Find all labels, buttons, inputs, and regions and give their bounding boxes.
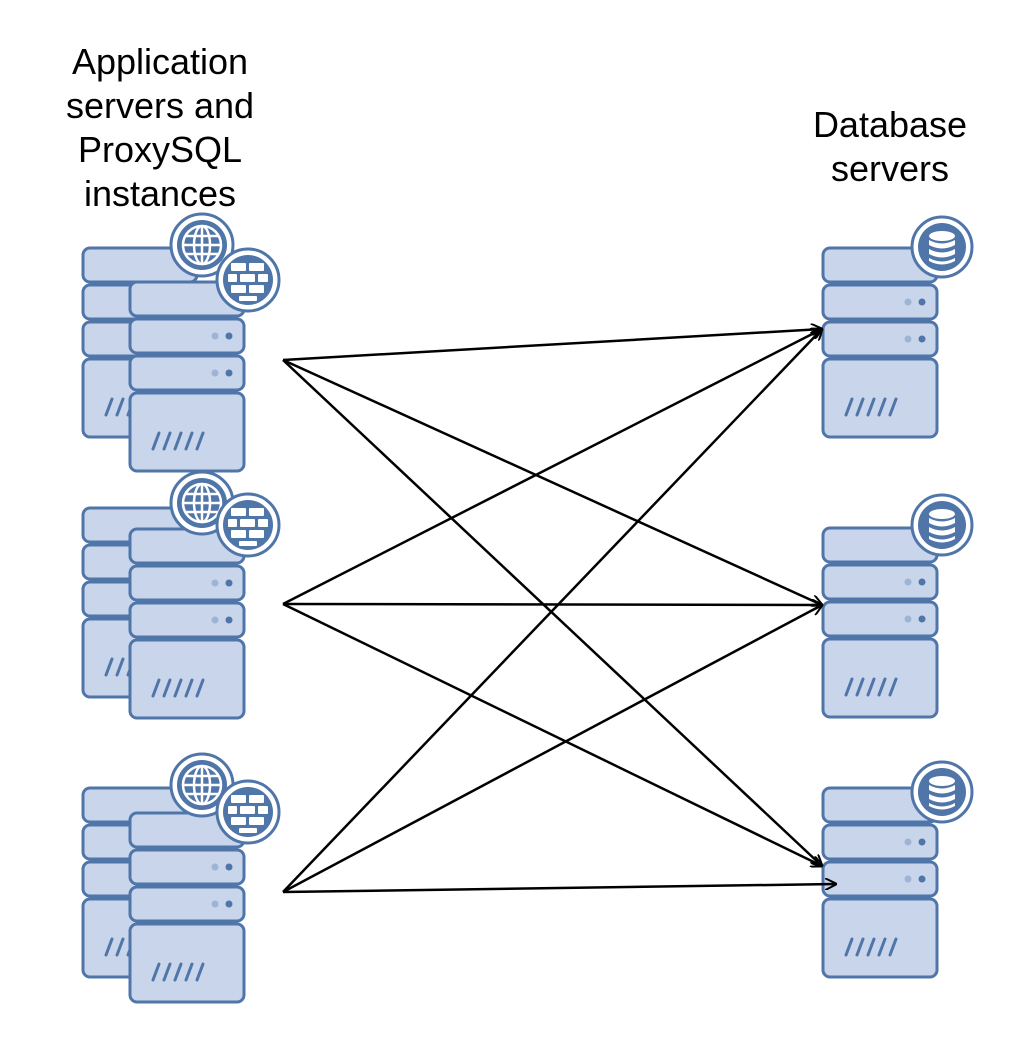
app-server-front <box>128 527 246 720</box>
arrow-app1-db2 <box>282 358 822 605</box>
firewall-icon <box>215 779 281 845</box>
arrow-app3-db3 <box>282 884 836 894</box>
database-icon <box>910 215 974 279</box>
app-group-3 <box>81 752 281 1004</box>
firewall-icon <box>215 492 281 558</box>
arrow-app2-db1 <box>282 329 822 606</box>
db-server <box>821 786 939 979</box>
connection-arrows <box>282 329 836 894</box>
app-group-1 <box>81 212 281 473</box>
db-server-3 <box>821 760 974 979</box>
db-server-1 <box>821 215 974 439</box>
arrow-app1-db3 <box>282 359 822 866</box>
arrow-app3-db1 <box>282 329 822 893</box>
database-icon <box>910 760 974 824</box>
arrow-app2-db3 <box>282 602 822 866</box>
db-servers-label: Database servers <box>812 104 968 189</box>
app-server-front <box>128 280 246 473</box>
arrow-app2-db2 <box>282 604 822 605</box>
arrow-app3-db2 <box>282 605 822 894</box>
app-server-front <box>128 811 246 1004</box>
db-server-2 <box>821 493 974 719</box>
firewall-icon <box>215 247 281 313</box>
app-group-2 <box>81 470 281 720</box>
db-server <box>821 246 939 439</box>
database-icon <box>910 493 974 557</box>
arrow-app1-db1 <box>282 329 822 362</box>
db-server <box>821 526 939 719</box>
app-servers-label: Application servers and ProxySQL instanc… <box>65 41 255 214</box>
